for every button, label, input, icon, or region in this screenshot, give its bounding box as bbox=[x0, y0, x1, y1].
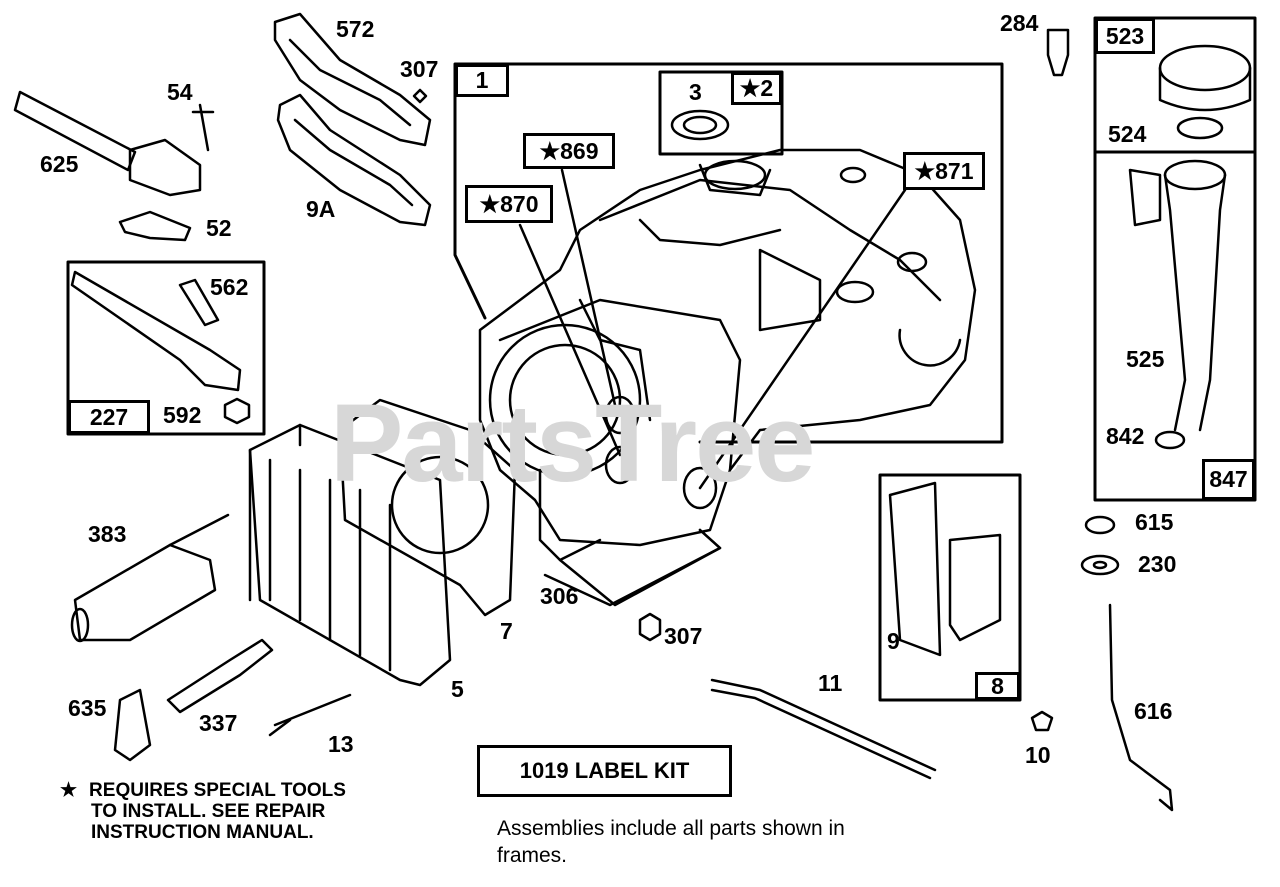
screw-307-drawing bbox=[412, 88, 428, 104]
callout-869: ★869 bbox=[523, 133, 615, 169]
part-label-307: 307 bbox=[400, 56, 439, 82]
callout-2-label: 2 bbox=[760, 75, 774, 101]
cylinder-head-5-drawing bbox=[248, 423, 452, 687]
part-label-306: 306 bbox=[540, 583, 579, 609]
link-227-drawing bbox=[70, 270, 242, 392]
leader-870 bbox=[518, 223, 622, 457]
screw-307b-drawing bbox=[638, 612, 662, 642]
callout-869-label: 869 bbox=[560, 137, 599, 164]
callout-871-label: 871 bbox=[935, 157, 974, 184]
note-line-1: REQUIRES SPECIAL TOOLS bbox=[89, 780, 346, 801]
boot-635-drawing bbox=[113, 688, 152, 762]
seal-524-drawing bbox=[1176, 116, 1224, 140]
part-label-625: 625 bbox=[40, 151, 79, 177]
part-label-524: 524 bbox=[1108, 121, 1147, 147]
part-label-13: 13 bbox=[328, 731, 354, 757]
part-label-52: 52 bbox=[206, 215, 232, 241]
cover-8-drawing bbox=[948, 533, 1002, 642]
part-label-7: 7 bbox=[500, 618, 513, 644]
part-label-9: 9 bbox=[887, 628, 900, 654]
part-label-11: 11 bbox=[818, 670, 843, 696]
part-label-635: 635 bbox=[68, 695, 107, 721]
head-gasket-7-drawing bbox=[338, 398, 517, 617]
frame-tag-847: 847 bbox=[1202, 459, 1255, 500]
frame-847-outline bbox=[1093, 16, 1257, 502]
rod-11-drawing bbox=[710, 678, 937, 780]
note-line-2: TO INSTALL. SEE REPAIR bbox=[91, 801, 326, 822]
gasket-52-drawing bbox=[118, 210, 192, 242]
gasket-572-drawing bbox=[273, 12, 432, 147]
callout-870-label: 870 bbox=[500, 190, 539, 217]
star-icon: ★ bbox=[60, 780, 78, 801]
frame-tag-8: 8 bbox=[975, 672, 1020, 700]
screw-54-drawing bbox=[191, 103, 215, 152]
part-284-drawing bbox=[1046, 28, 1070, 77]
part-label-616: 616 bbox=[1134, 698, 1173, 724]
part-label-3: 3 bbox=[689, 79, 702, 105]
frame-tag-227: 227 bbox=[68, 400, 150, 434]
frame-227-outline bbox=[66, 260, 266, 436]
part-label-572: 572 bbox=[336, 16, 375, 42]
washer-615-drawing bbox=[1084, 515, 1116, 535]
part-label-383: 383 bbox=[88, 521, 127, 547]
dipstick-616-drawing bbox=[1108, 603, 1174, 812]
part-label-562: 562 bbox=[210, 274, 249, 300]
frame-1-outline bbox=[453, 62, 1004, 444]
part-label-10: 10 bbox=[1025, 742, 1051, 768]
cap-523-drawing bbox=[1158, 44, 1252, 92]
callout-2: ★2 bbox=[731, 72, 782, 105]
part-10-drawing bbox=[1030, 710, 1054, 732]
assemblies-note: Assemblies include all parts shown in fr… bbox=[497, 815, 845, 869]
cylinder-block-drawing bbox=[478, 148, 977, 607]
oil-seal-drawing bbox=[670, 109, 730, 141]
part-label-5: 5 bbox=[451, 676, 464, 702]
frame-tag-1: 1 bbox=[455, 64, 509, 97]
leader-871 bbox=[698, 188, 907, 490]
frame-3-outline bbox=[658, 70, 784, 156]
part-label-842: 842 bbox=[1106, 423, 1145, 449]
assemblies-note-line-1: Assemblies include all parts shown in bbox=[497, 817, 845, 840]
leader-869 bbox=[560, 168, 617, 407]
star-icon: ★ bbox=[539, 137, 561, 164]
part-label-337: 337 bbox=[199, 710, 238, 736]
part-label-615: 615 bbox=[1135, 509, 1174, 535]
assemblies-note-line-2: frames. bbox=[497, 844, 568, 867]
screw-13-drawing bbox=[268, 693, 352, 737]
gasket-9a-drawing bbox=[276, 93, 432, 227]
part-label-9a: 9A bbox=[306, 196, 336, 222]
screw-562-drawing bbox=[178, 278, 220, 327]
star-icon: ★ bbox=[479, 190, 501, 217]
washer-230-drawing bbox=[1080, 554, 1120, 576]
frame-tag-523: 523 bbox=[1095, 18, 1155, 54]
star-icon: ★ bbox=[914, 157, 936, 184]
tube-525-drawing bbox=[1128, 159, 1227, 432]
callout-870: ★870 bbox=[465, 185, 553, 223]
star-icon: ★ bbox=[739, 75, 761, 101]
part-label-307-bottom: 307 bbox=[664, 623, 703, 649]
frame-8-outline bbox=[878, 473, 1022, 702]
part-label-284: 284 bbox=[1000, 10, 1039, 36]
callout-871: ★871 bbox=[903, 152, 985, 190]
note-line-3: INSTRUCTION MANUAL. bbox=[91, 822, 314, 843]
gasket-9-drawing bbox=[888, 481, 942, 657]
kit-label-box: 1019 LABEL KIT bbox=[477, 745, 732, 797]
part-label-592: 592 bbox=[163, 402, 202, 428]
ring-842-drawing bbox=[1154, 430, 1186, 450]
special-tools-note: ★ REQUIRES SPECIAL TOOLS TO INSTALL. SEE… bbox=[60, 780, 346, 843]
watermark: PartsTree bbox=[330, 382, 815, 505]
part-label-525: 525 bbox=[1126, 346, 1165, 372]
breather-tube-625-drawing bbox=[13, 90, 202, 197]
part-label-230: 230 bbox=[1138, 551, 1177, 577]
part-label-54: 54 bbox=[167, 79, 193, 105]
nut-592-drawing bbox=[223, 397, 251, 425]
pin-383-drawing bbox=[70, 513, 230, 643]
spark-plug-337-drawing bbox=[166, 638, 274, 714]
gasket-306-drawing bbox=[543, 528, 722, 607]
